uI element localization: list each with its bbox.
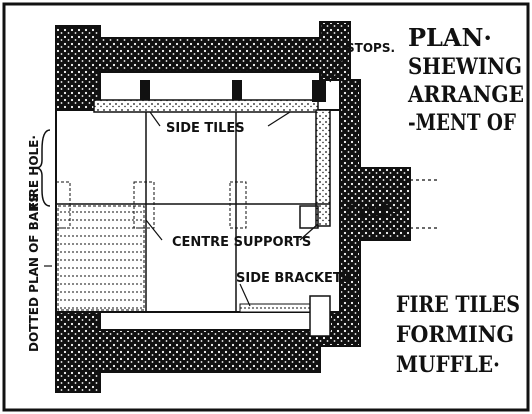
title-line-1: PLAN· [408,23,492,52]
label-side-brackets: SIDE BRACKETS [236,271,351,286]
footer-line-1: FIRE TILES [396,292,520,318]
fire-hole-brace [35,129,51,207]
stop-1 [312,80,326,102]
label-centre-supports: CENTRE SUPPORTS [172,235,311,250]
bottom-wall [55,299,361,393]
label-flue: FLUE· [347,201,398,220]
pointer-lines [44,53,346,307]
side-brackets [239,303,311,313]
label-dotted-plan: DOTTED PLAN OF BARS [27,194,41,352]
footer-line-3: MUFFLE· [396,352,500,378]
footer-block: FIRE TILES FORMING MUFFLE· [396,292,520,378]
label-side-tiles: SIDE TILES [166,121,245,136]
title-line-3: ARRANGE [407,82,524,108]
footer-line-2: FORMING [396,322,514,348]
stop-3 [140,80,150,100]
centre-supports [55,181,319,229]
label-fire-hole: FIRE HOLE· [27,135,41,210]
stop-2 [232,80,242,100]
side-tiles-strip [93,99,319,113]
label-stops: STOPS. [346,41,395,55]
title-block: PLAN· SHEWING ARRANGE -MENT OF [407,23,524,136]
title-line-4: -MENT OF [408,110,516,136]
bars-plan [57,205,145,311]
side-tiles-right [315,109,331,227]
top-wall [55,21,411,301]
side-bracket-block [309,295,331,337]
title-line-2: SHEWING [408,54,522,80]
